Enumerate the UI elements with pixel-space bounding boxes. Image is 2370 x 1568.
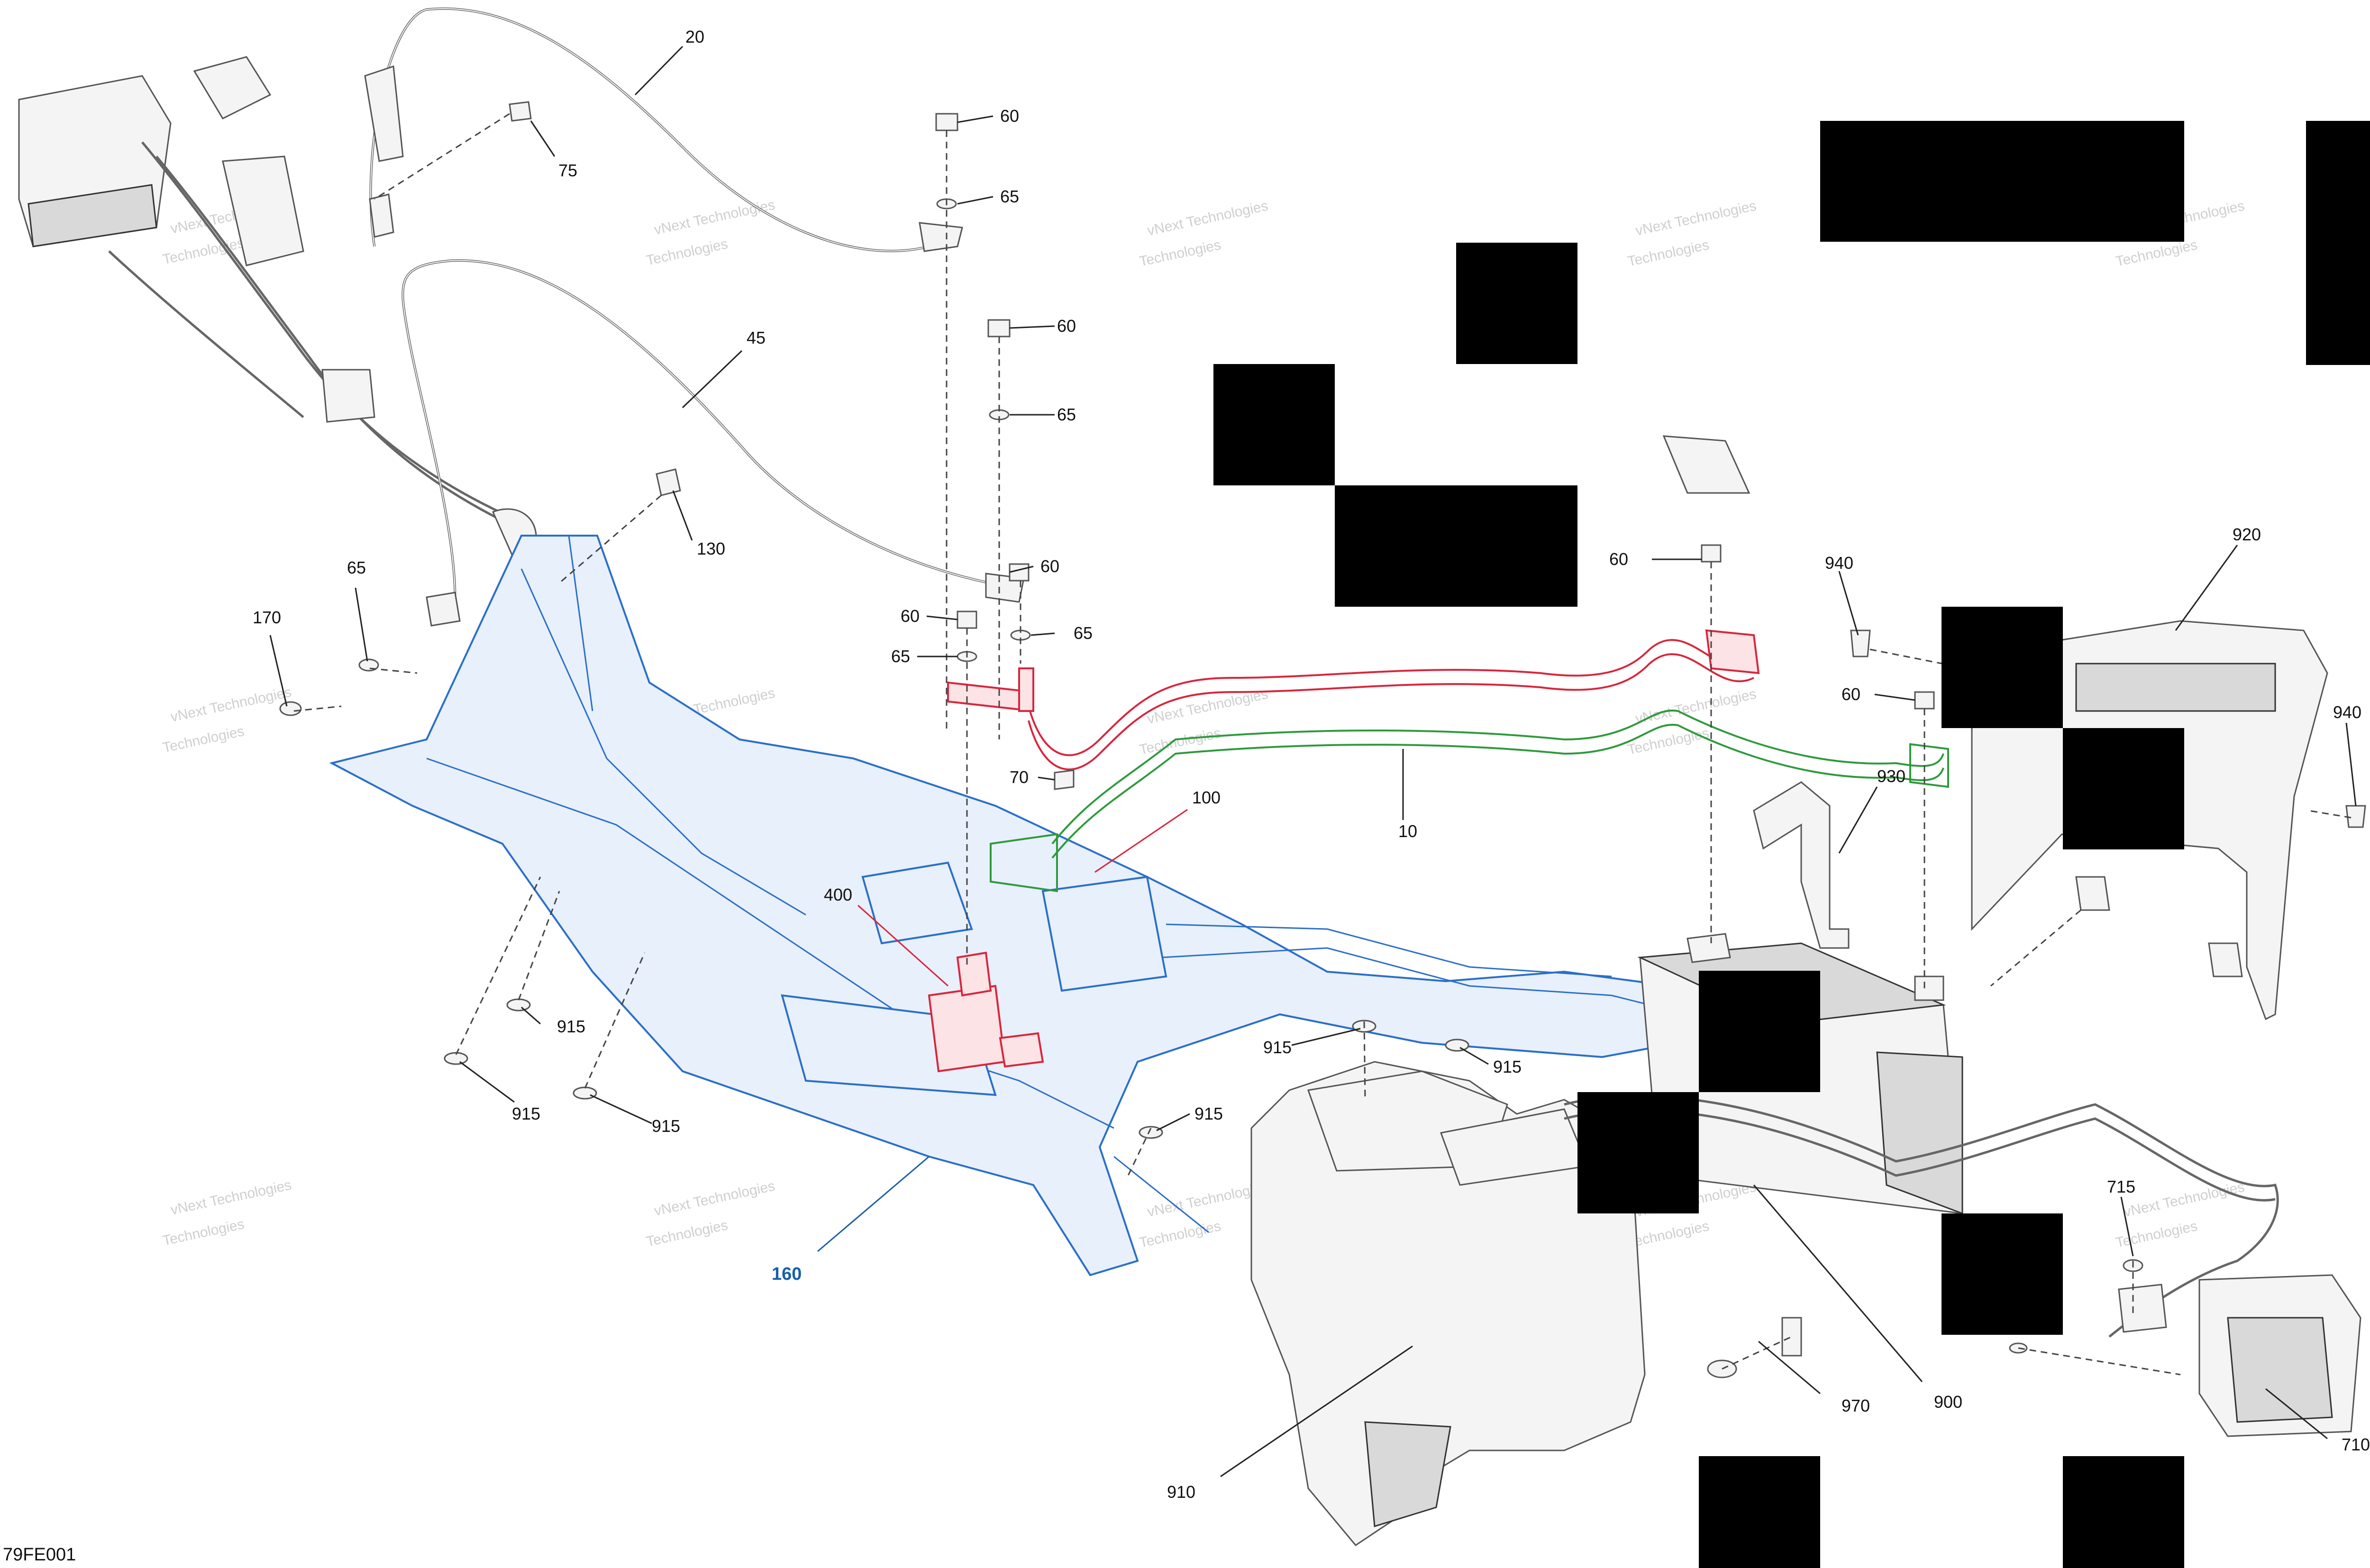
- callout-label: 940: [2333, 702, 2361, 722]
- callout-label: 75: [558, 161, 577, 180]
- main-harness: [18, 56, 546, 556]
- redaction-blocks: [1213, 121, 2370, 1568]
- watermark-text: Technologies: [1626, 725, 1711, 758]
- callout-label: 915: [512, 1104, 540, 1123]
- watermark-text: Technologies: [1138, 237, 1222, 270]
- negative-cable-10: [990, 710, 1949, 893]
- callout-label: 970: [1841, 1396, 1870, 1415]
- callout-label: 130: [697, 539, 725, 558]
- callout-label: 45: [747, 328, 766, 347]
- watermark-text: vNext Technologies: [1634, 198, 1758, 239]
- redaction-block: [1577, 1092, 1699, 1213]
- cable-20: [364, 7, 963, 253]
- fasteners: [279, 101, 2366, 1378]
- watermark-text: Technologies: [161, 1216, 246, 1249]
- callouts: 20 75 60 65 60 65 45 130 65 170 60 65 60…: [253, 27, 2370, 1502]
- callout-label: 915: [557, 1017, 585, 1036]
- redaction-block: [1335, 485, 1577, 607]
- redaction-block: [1820, 121, 2184, 242]
- watermark-text: Technologies: [1626, 237, 1711, 270]
- watermark-text: vNext Technologies: [653, 197, 776, 238]
- callout-label: 900: [1934, 1392, 1962, 1412]
- leader-lines: [269, 46, 2357, 1477]
- watermark-text: vNext Technologies: [653, 1178, 776, 1219]
- watermark-text: vNext Technologies: [1146, 198, 1269, 239]
- callout-label: 65: [347, 558, 366, 577]
- figure-id: 79FE001: [3, 1545, 76, 1565]
- callout-label: 70: [1010, 767, 1029, 787]
- watermark-text: Technologies: [161, 235, 246, 268]
- callout-label: 915: [1493, 1057, 1522, 1076]
- redaction-block: [1456, 243, 1577, 364]
- strap-930: [1753, 781, 1850, 949]
- callout-label: 60: [1841, 684, 1860, 704]
- callout-label: 65: [891, 647, 910, 666]
- callout-label-160: 160: [772, 1264, 802, 1284]
- redaction-block: [2306, 121, 2370, 365]
- redaction-block: [1699, 1456, 1820, 1568]
- assembly-lines: [293, 113, 2352, 1376]
- callout-label: 940: [1825, 553, 1853, 573]
- callout-label: 100: [1192, 788, 1221, 807]
- watermark-text: vNext Technologies: [2122, 1179, 2246, 1220]
- battery-box-910: [1250, 1061, 1646, 1546]
- redaction-block: [2063, 1456, 2184, 1568]
- callout-label: 60: [1000, 106, 1019, 126]
- redaction-block: [1213, 364, 1335, 485]
- watermark-text: Technologies: [161, 723, 246, 756]
- callout-label: 65: [1057, 405, 1076, 424]
- callout-label: 60: [1609, 549, 1628, 569]
- redaction-block: [2063, 728, 2184, 849]
- callout-label: 400: [824, 885, 852, 904]
- callout-label: 60: [1040, 556, 1059, 576]
- callout-label: 920: [2233, 525, 2261, 544]
- watermark-text: vNext Technologies: [1634, 686, 1758, 727]
- watermark-text: Technologies: [645, 236, 729, 269]
- callout-label: 915: [652, 1116, 680, 1136]
- positive-cable: [947, 629, 1760, 771]
- watermark-text: vNext Technologies: [169, 684, 293, 725]
- solenoid-400: [928, 951, 1044, 1073]
- callout-label: 60: [901, 606, 920, 626]
- callout-label: 10: [1398, 821, 1417, 841]
- callout-label: 715: [2107, 1177, 2135, 1196]
- watermark-text: Technologies: [1138, 1218, 1222, 1251]
- tail-light-710: [1564, 1094, 2361, 1437]
- callout-label: 65: [1000, 187, 1019, 206]
- callout-label: 710: [2342, 1435, 2370, 1454]
- redaction-block: [1942, 607, 2063, 728]
- callout-label: 910: [1167, 1482, 1195, 1502]
- watermark-text: Technologies: [645, 1217, 729, 1250]
- callout-label: 930: [1877, 766, 1905, 786]
- callout-label: 915: [1194, 1104, 1223, 1123]
- watermark-text: Technologies: [1626, 1218, 1711, 1251]
- redaction-block: [1699, 971, 1820, 1092]
- watermark-text: vNext Technologies: [169, 1177, 293, 1218]
- callout-label: 20: [685, 27, 704, 46]
- watermark-text: Technologies: [2115, 237, 2199, 270]
- callout-label: 65: [1074, 623, 1093, 643]
- cable-45: [401, 259, 1025, 627]
- callout-label: 60: [1057, 316, 1076, 336]
- callout-label: 915: [1263, 1038, 1292, 1057]
- redaction-block: [1942, 1213, 2063, 1335]
- callout-label: 170: [253, 608, 281, 627]
